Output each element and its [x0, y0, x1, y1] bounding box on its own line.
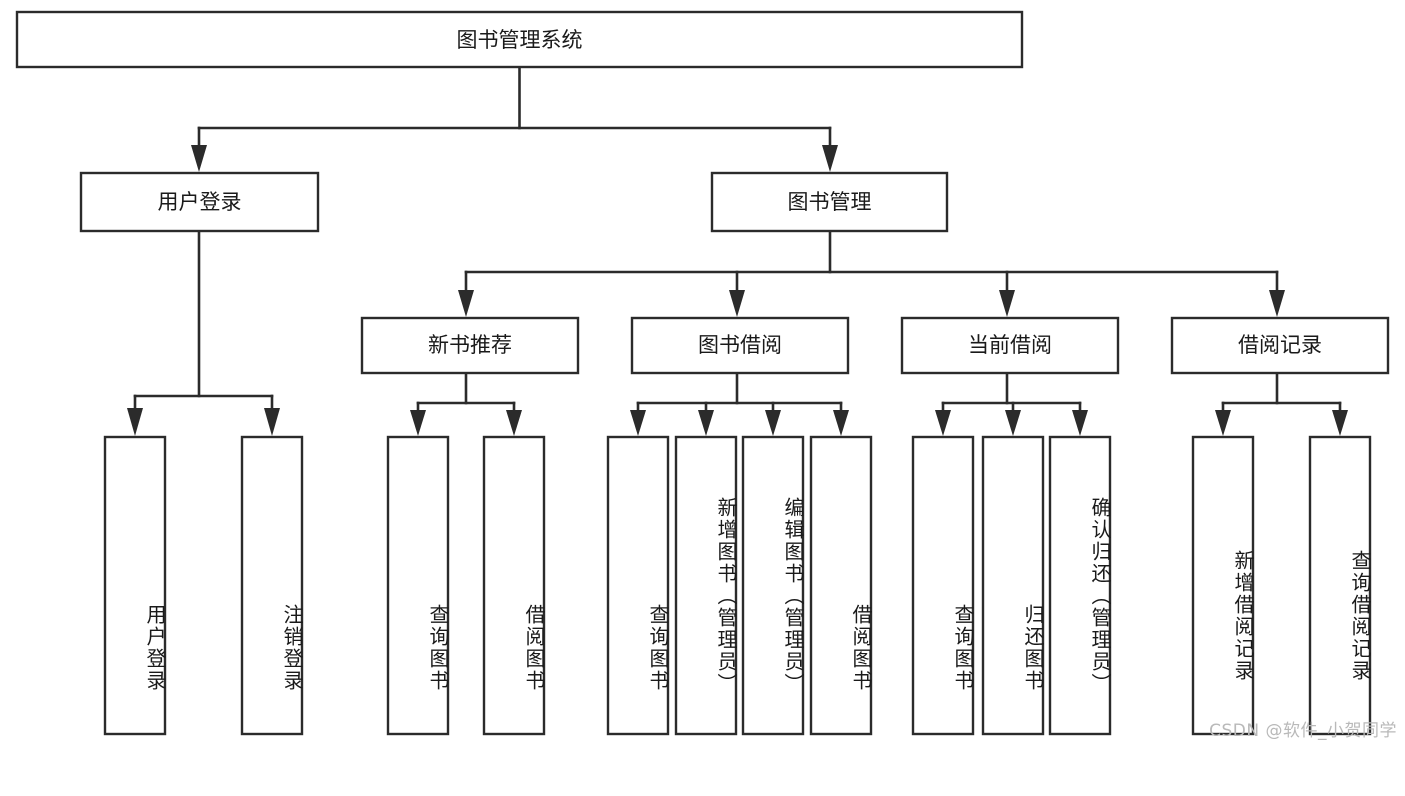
node-borrow-records-box[interactable] [1170, 316, 1390, 375]
arrowhead-leaf-query-book-2 [630, 410, 646, 436]
node-book-borrow[interactable]: 图书借阅 [630, 316, 850, 375]
node-root[interactable]: 图书管理系统 [15, 10, 1024, 69]
leaf-box-add-book[interactable] [674, 435, 738, 736]
node-new-book-recommend-box[interactable] [360, 316, 580, 375]
arrowhead-leaf-add-book [698, 410, 714, 436]
leaf-box-query-book-2[interactable] [606, 435, 670, 736]
diagram-canvas: 图书管理系统 用户登录 图书管理 新书推荐 图书借阅 当前借阅 借阅记录 [15, 10, 1397, 741]
node-current-borrow-box[interactable] [900, 316, 1120, 375]
arrowhead-leaf-borrow-book-2 [833, 410, 849, 436]
leaf-box-query-book-3[interactable] [911, 435, 975, 736]
node-book-management[interactable]: 图书管理 [710, 171, 949, 233]
connector-group-root-to-level2 [191, 65, 838, 172]
leaf-box-add-record[interactable] [1191, 435, 1255, 736]
arrowhead-leaf-confirm-return [1072, 410, 1088, 436]
arrowhead-user-login [191, 145, 207, 172]
leaf-box-return-book[interactable] [981, 435, 1045, 736]
leaf-box-query-record[interactable] [1308, 435, 1372, 736]
arrowhead-leaf-query-book-3 [935, 410, 951, 436]
arrowhead-leaf-user-login [127, 408, 143, 436]
arrowhead-leaf-query-record [1332, 410, 1348, 436]
arrowhead-leaf-borrow-book-1 [506, 410, 522, 436]
node-new-book-recommend-label: 新书推荐 [428, 333, 512, 357]
node-user-login-box[interactable] [79, 171, 320, 233]
node-book-management-label: 图书管理 [788, 190, 872, 214]
node-new-book-recommend[interactable]: 新书推荐 [360, 316, 580, 375]
node-user-login[interactable]: 用户登录 [79, 171, 320, 233]
arrowhead-book-borrow [729, 290, 745, 317]
node-book-borrow-label: 图书借阅 [698, 333, 782, 357]
node-user-login-label: 用户登录 [158, 190, 242, 214]
connector-group-borrow-records-to-leaves [1215, 371, 1348, 436]
node-book-management-box[interactable] [710, 171, 949, 233]
node-root-label: 图书管理系统 [457, 28, 583, 52]
node-current-borrow-label: 当前借阅 [968, 333, 1052, 357]
leaf-box-logout[interactable] [240, 435, 304, 736]
arrowhead-new-book-recommend [458, 290, 474, 317]
arrowhead-leaf-return-book [1005, 410, 1021, 436]
arrowhead-borrow-records [1269, 290, 1285, 317]
leaf-box-user-login[interactable] [103, 435, 167, 736]
leaf-box-borrow-book-2[interactable] [809, 435, 873, 736]
hierarchy-diagram-svg: 图书管理系统 用户登录 图书管理 新书推荐 图书借阅 当前借阅 借阅记录 [15, 10, 1390, 736]
arrowhead-leaf-edit-book [765, 410, 781, 436]
leaf-box-edit-book[interactable] [741, 435, 805, 736]
leaf-box-group [103, 435, 1372, 736]
connector-group-book-borrow-to-leaves [630, 371, 849, 436]
leaf-box-confirm-return[interactable] [1048, 435, 1112, 736]
arrowhead-book-management [822, 145, 838, 172]
connector-group-current-borrow-to-leaves [935, 371, 1088, 436]
node-current-borrow[interactable]: 当前借阅 [900, 316, 1120, 375]
connector-group-user-login-to-leaves [127, 229, 280, 436]
arrowhead-leaf-logout [264, 408, 280, 436]
node-borrow-records[interactable]: 借阅记录 [1170, 316, 1390, 375]
connector-group-new-book-to-leaves [410, 371, 522, 436]
arrowhead-leaf-query-book-1 [410, 410, 426, 436]
arrowhead-current-borrow [999, 290, 1015, 317]
csdn-watermark: CSDN @软件_小贺同学 [1209, 721, 1397, 741]
leaf-box-borrow-book-1[interactable] [482, 435, 546, 736]
connector-group-book-mgmt-to-level3 [458, 229, 1285, 317]
arrowhead-leaf-add-record [1215, 410, 1231, 436]
node-borrow-records-label: 借阅记录 [1238, 333, 1322, 357]
node-book-borrow-box[interactable] [630, 316, 850, 375]
leaf-box-query-book-1[interactable] [386, 435, 450, 736]
node-root-box[interactable] [15, 10, 1024, 69]
